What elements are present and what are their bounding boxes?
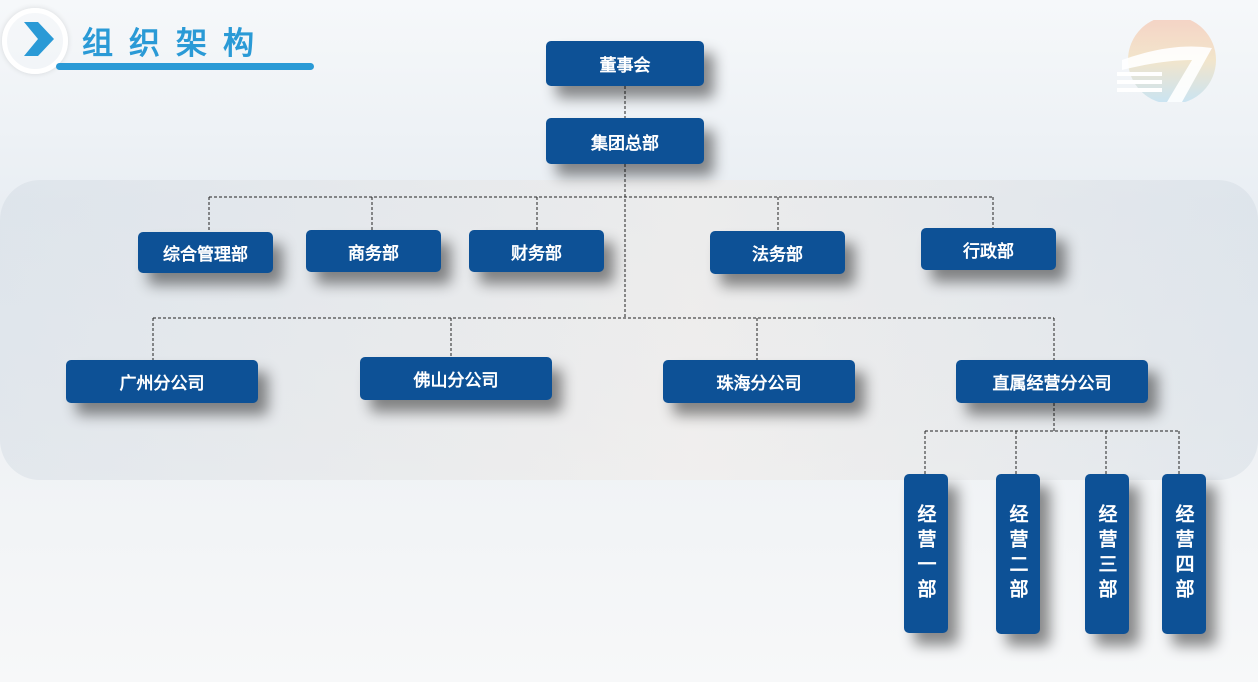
org-node-division[interactable]: 经营二部 (996, 474, 1040, 634)
org-node-board[interactable]: 董事会 (546, 41, 704, 86)
company-logo (1117, 20, 1216, 102)
org-node-department[interactable]: 行政部 (921, 228, 1056, 270)
org-node-department[interactable]: 法务部 (710, 231, 845, 274)
org-node-department[interactable]: 综合管理部 (138, 232, 273, 273)
org-node-division[interactable]: 经营三部 (1085, 474, 1129, 634)
org-node-branch[interactable]: 佛山分公司 (360, 357, 552, 400)
org-node-branch[interactable]: 广州分公司 (66, 360, 258, 403)
title-ring-decoration (2, 8, 68, 74)
page-title: 组织架构 (82, 26, 270, 62)
org-node-branch[interactable]: 直属经营分公司 (956, 360, 1148, 403)
org-node-branch[interactable]: 珠海分公司 (663, 360, 855, 403)
title-underline (56, 63, 314, 70)
org-node-department[interactable]: 财务部 (469, 230, 604, 272)
org-node-hq[interactable]: 集团总部 (546, 118, 704, 164)
org-node-division[interactable]: 经营四部 (1162, 474, 1206, 634)
org-node-division[interactable]: 经营一部 (904, 474, 948, 633)
chevron-right-icon (24, 22, 54, 56)
org-node-department[interactable]: 商务部 (306, 230, 441, 272)
